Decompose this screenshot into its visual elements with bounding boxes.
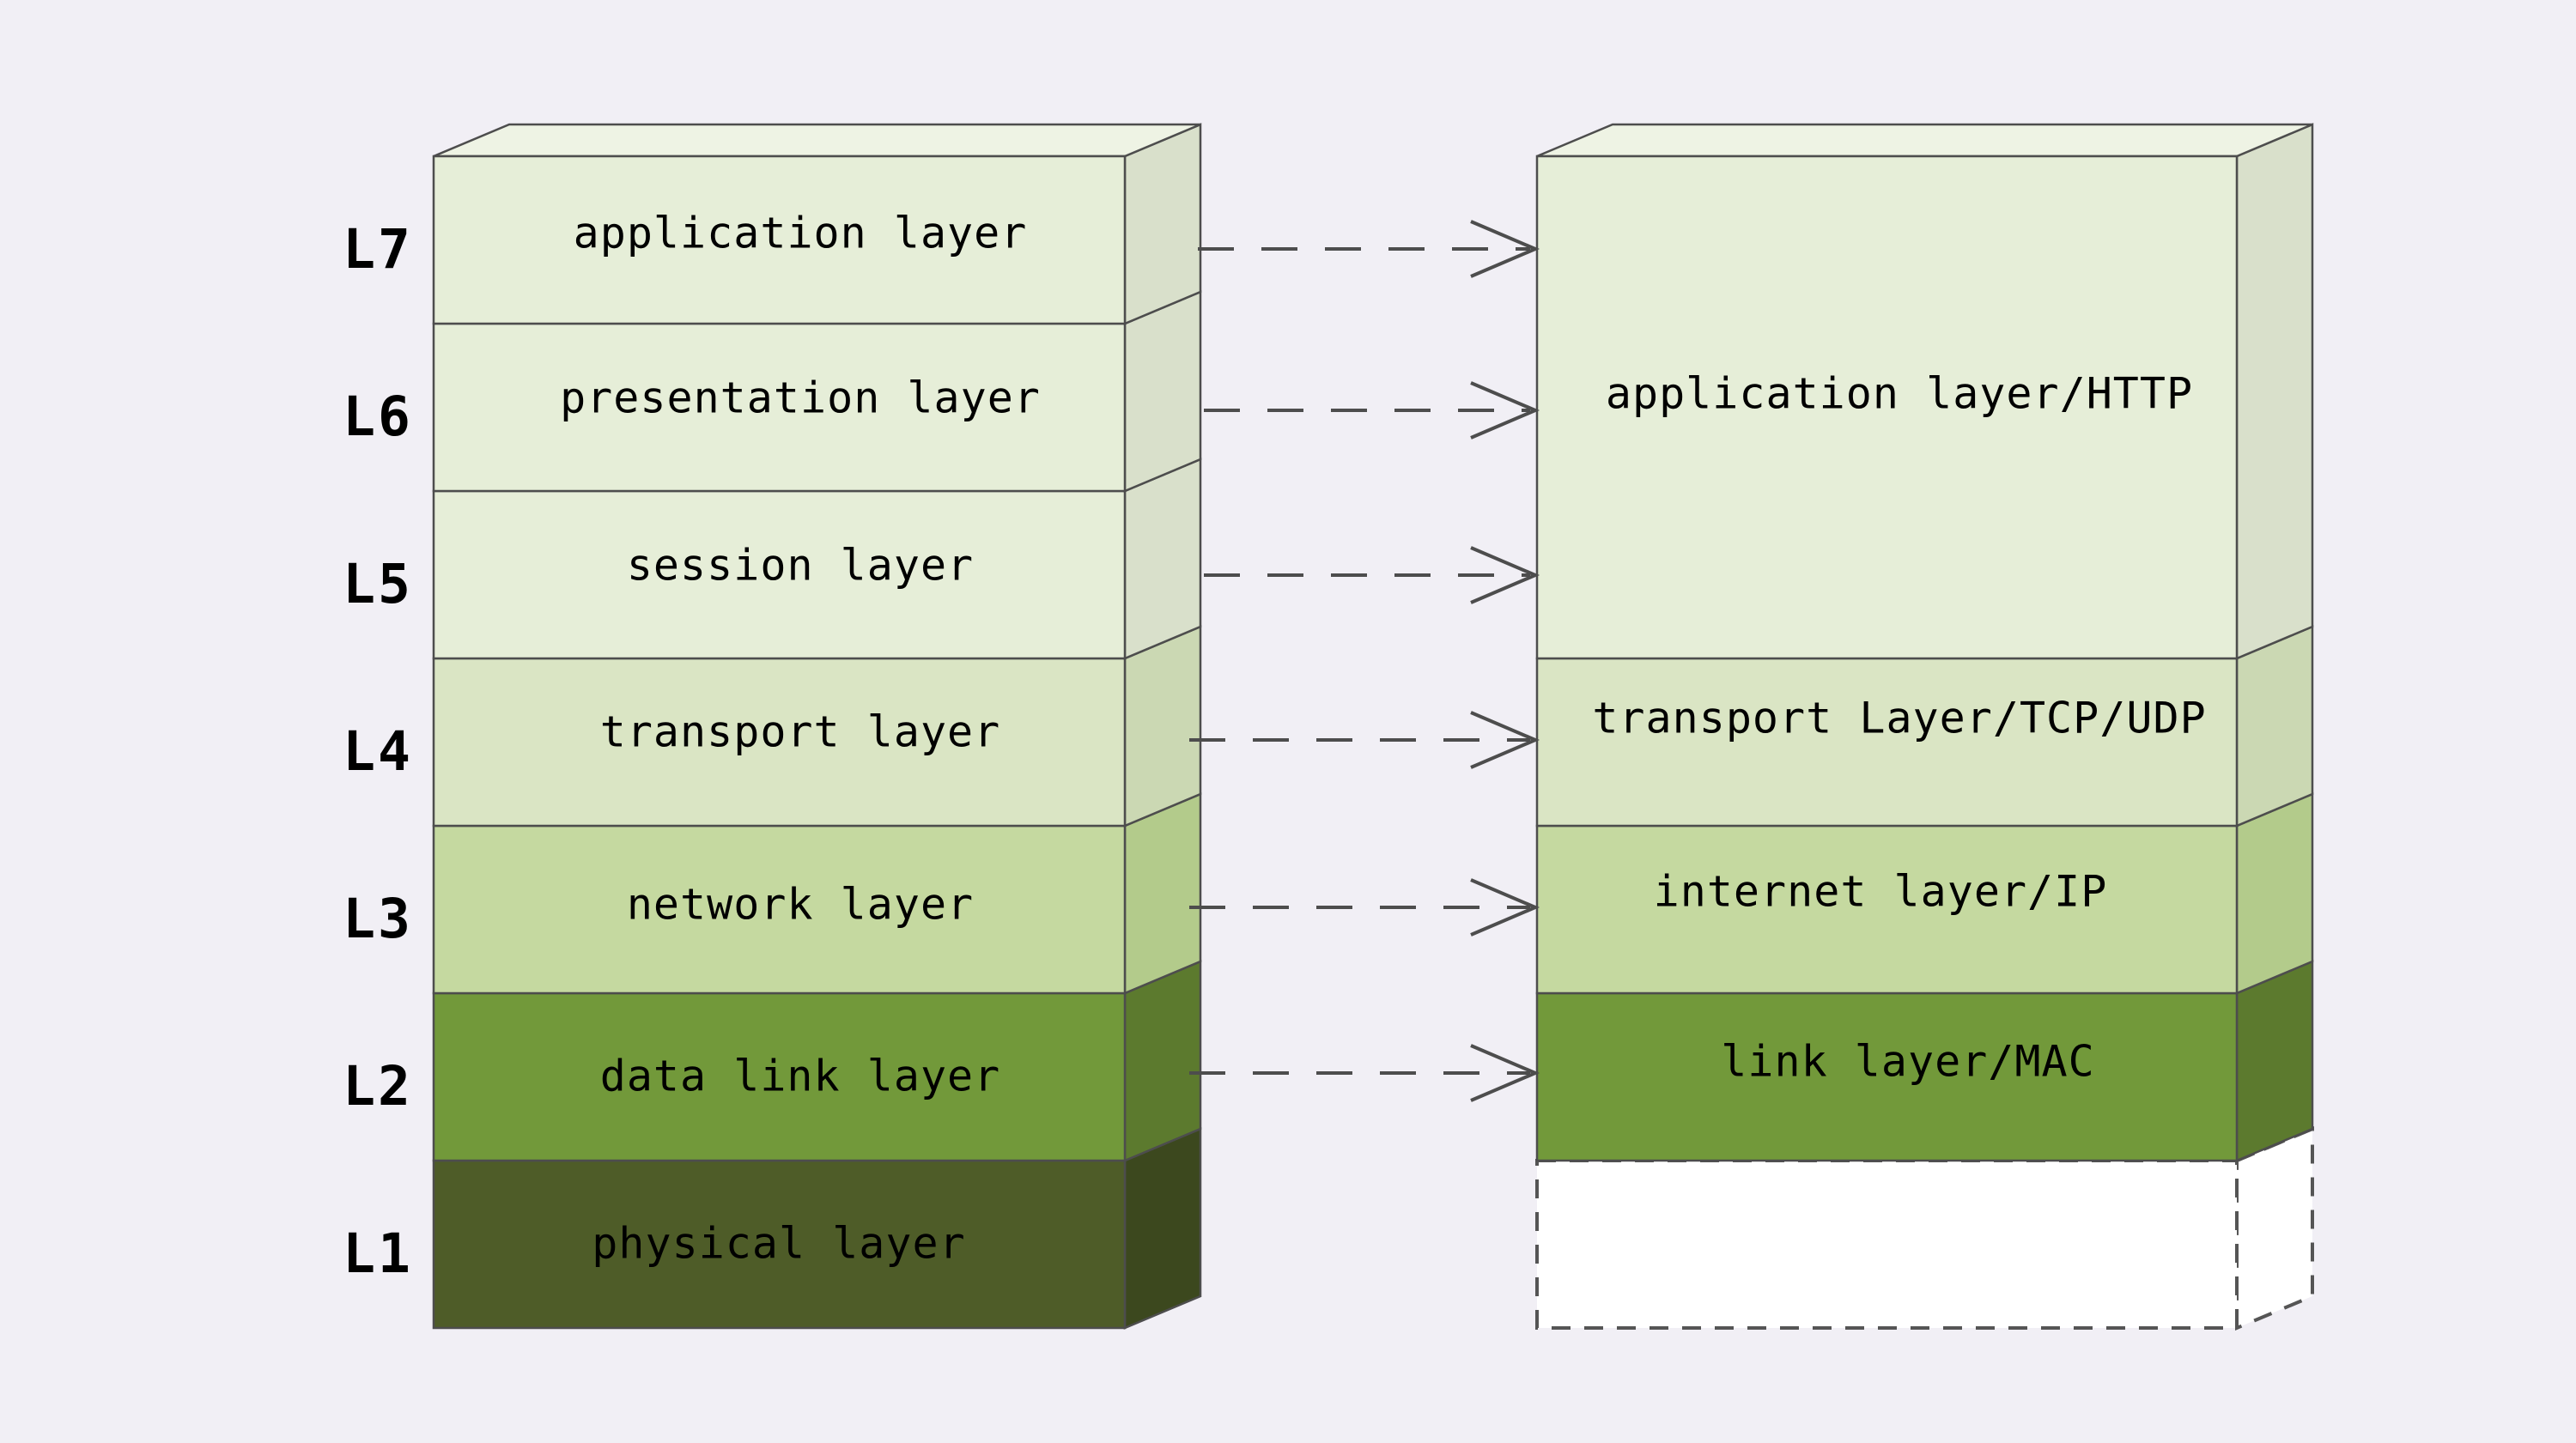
arrow-l2-to-r4 (1189, 1044, 1540, 1102)
left-layer-L7-front (432, 155, 1127, 325)
left-label-L7: L7 (343, 218, 413, 281)
arrow-l7-head (1470, 220, 1540, 278)
arrow-l4-to-r2 (1189, 711, 1540, 769)
left-label-L5: L5 (343, 553, 413, 615)
arrow-l4-head (1470, 711, 1540, 769)
arrow-l3-head (1470, 878, 1540, 937)
left-layer-L4-front (432, 657, 1127, 828)
left-layer-L3-side (1123, 792, 1202, 995)
left-label-L4: L4 (343, 720, 413, 783)
left-label-L3: L3 (343, 888, 413, 950)
left-layer-L4-side (1123, 625, 1202, 828)
left-label-L2: L2 (343, 1055, 413, 1118)
right-layer-R3-text: internet layer/IP (1654, 867, 2108, 917)
left-layer-L4-text: transport layer (600, 707, 1001, 757)
right-layer-R3-side (2235, 792, 2314, 995)
left-layer-L5-front (432, 489, 1127, 660)
left-layer-L1-text: physical layer (592, 1219, 965, 1269)
right-layer-R3-front (1535, 824, 2239, 995)
right-layer-R4-side (2235, 960, 2314, 1162)
left-layer-L7-side (1123, 123, 1202, 325)
right-layer-R1: application layer/HTTP (1535, 123, 2314, 660)
right-layer-R2-text: transport Layer/TCP/UDP (1592, 694, 2206, 743)
right-layer-R1-text: application layer/HTTP (1606, 369, 2193, 419)
left-layer-L2-side (1123, 960, 1202, 1162)
left-layer-L7: application layer (432, 123, 1202, 325)
left-layer-L6-front (432, 322, 1127, 493)
arrow-l5-to-r1 (1204, 546, 1540, 604)
left-layer-L7-text: application layer (574, 209, 1028, 258)
arrow-l6-head (1470, 381, 1540, 440)
right-layer-R1-top (1536, 123, 2313, 158)
right-layer-R2-side (2235, 625, 2314, 828)
left-label-L1: L1 (343, 1222, 413, 1285)
right-layer-R5-front (1535, 1159, 2239, 1330)
right-layer-R1-side (2235, 123, 2314, 660)
arrow-l6-to-r1 (1204, 381, 1540, 440)
left-layer-L6: presentation layer (432, 290, 1202, 493)
left-layer-L5-text: session layer (627, 541, 974, 591)
right-layer-R4-front (1535, 991, 2239, 1162)
left-layer-L2-text: data link layer (600, 1052, 1001, 1101)
right-layer-R2-front (1535, 657, 2239, 828)
left-layer-L6-text: presentation layer (560, 373, 1041, 423)
left-layer-L7-top (433, 123, 1201, 158)
left-layer-L3-text: network layer (627, 880, 974, 930)
arrow-l7-to-r1 (1198, 220, 1540, 278)
arrow-l3-to-r3 (1189, 878, 1540, 937)
left-label-L6: L6 (343, 385, 413, 448)
left-layer-L1-front (432, 1159, 1127, 1330)
right-layer-R5-side (2235, 1125, 2314, 1331)
arrow-l2-head (1470, 1044, 1540, 1102)
left-layer-L5-side (1123, 458, 1202, 660)
left-layer-L6-side (1123, 290, 1202, 493)
arrow-l5-head (1470, 546, 1540, 604)
right-layer-R4-text: link layer/MAC (1721, 1037, 2094, 1087)
right-layer-R1-front (1535, 155, 2239, 660)
left-layer-L3-front (432, 824, 1127, 995)
left-layer-L1-side (1123, 1127, 1202, 1330)
